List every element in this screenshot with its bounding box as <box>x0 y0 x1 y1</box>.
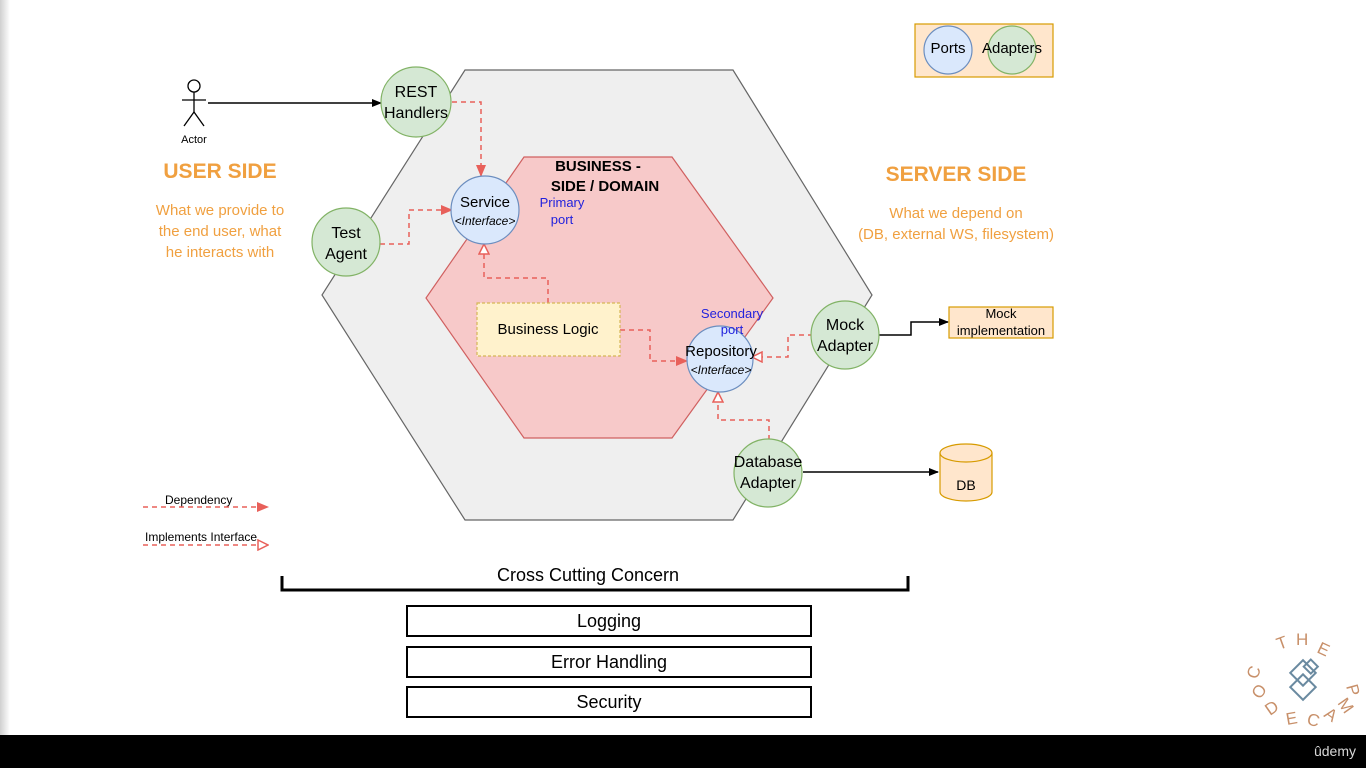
secondary-port-label-line-1: Secondary <box>701 306 764 321</box>
cross-cutting-title: Cross Cutting Concern <box>497 565 679 585</box>
architecture-diagram: Actor USER SIDE What we provide to the e… <box>143 23 1364 731</box>
domain-title-line-1: BUSINESS - <box>555 158 641 175</box>
repository-port: Repository <Interface> <box>685 325 757 393</box>
server-side-desc-line-2: (DB, external WS, filesystem) <box>858 226 1054 243</box>
legend-adapter-circle <box>987 25 1037 75</box>
db-label: DB <box>956 477 975 493</box>
mock-adapter: Mock Adapter <box>810 300 880 370</box>
user-side-title: USER SIDE <box>163 160 276 183</box>
legend-ports-label: Ports <box>930 40 965 57</box>
server-side-desc-line-1: What we depend on <box>889 205 1022 222</box>
logging-box: Logging <box>406 605 812 637</box>
svg-text:H: H <box>1296 630 1308 649</box>
mock-implementation-box: Mock implementation <box>948 306 1054 339</box>
mock-adapter-label-line-1: Mock <box>826 317 865 334</box>
db-cylinder-icon: DB <box>939 443 993 502</box>
user-side-desc-line-1: What we provide to <box>156 202 284 219</box>
error-handling-label: Error Handling <box>551 652 667 672</box>
mock-impl-label-line-1: Mock <box>985 306 1017 321</box>
repository-stereotype: <Interface> <box>691 363 752 377</box>
test-agent-to-service-dependency <box>380 205 453 245</box>
svg-text:T: T <box>1274 632 1290 653</box>
primary-port-label-line-1: Primary <box>540 195 585 210</box>
secondary-port-label-line-2: port <box>721 322 744 337</box>
error-handling-box: Error Handling <box>406 646 812 678</box>
user-side-desc-line-3: he interacts with <box>166 244 274 261</box>
legend-adapters-label: Adapters <box>982 40 1042 57</box>
rest-to-service-dependency <box>452 101 486 177</box>
svg-text:E: E <box>1314 638 1332 660</box>
actor-label: Actor <box>181 134 207 146</box>
test-agent-label-line-1: Test <box>331 225 361 242</box>
user-side-desc-line-2: the end user, what <box>159 223 282 240</box>
mock-adapter-to-mock-impl-arrow <box>878 318 949 336</box>
actor-icon <box>182 79 206 127</box>
test-agent-adapter: Test Agent <box>311 207 381 277</box>
udemy-brand-label: ûdemy <box>1313 743 1356 759</box>
business-logic-label: Business Logic <box>498 321 599 338</box>
rest-handlers-label-line-2: Handlers <box>384 105 448 122</box>
primary-port-label-line-2: port <box>551 212 574 227</box>
service-name: Service <box>460 194 510 211</box>
legend-port-circle <box>923 25 973 75</box>
the-code-camp-logo: T H E C O D E C A M P <box>1243 630 1364 731</box>
security-box: Security <box>406 686 812 718</box>
rest-handlers-label-line-1: REST <box>395 84 438 101</box>
business-logic-box: Business Logic <box>476 302 621 357</box>
server-side-title: SERVER SIDE <box>886 163 1027 186</box>
cross-cutting-bracket <box>280 576 910 592</box>
left-edge-shade <box>0 0 10 735</box>
test-agent-label-line-2: Agent <box>325 246 367 263</box>
database-adapter: Database Adapter <box>733 438 803 508</box>
service-stereotype: <Interface> <box>455 214 516 228</box>
mock-adapter-implements-repository <box>752 334 813 357</box>
security-label: Security <box>576 692 641 712</box>
svg-text:E: E <box>1284 708 1298 729</box>
ports-adapters-legend: Ports Adapters <box>914 23 1054 78</box>
legend-dependency-label: Dependency <box>165 493 232 507</box>
database-adapter-label-line-1: Database <box>734 454 803 471</box>
rest-handlers-adapter: REST Handlers <box>380 66 452 138</box>
repository-name: Repository <box>685 343 757 360</box>
legend-implements-label: Implements Interface <box>145 530 257 544</box>
domain-title-line-2: SIDE / DOMAIN <box>551 178 659 195</box>
database-adapter-label-line-2: Adapter <box>740 475 797 492</box>
db-adapter-implements-repository <box>718 392 770 440</box>
svg-text:C: C <box>1305 710 1322 732</box>
svg-text:P: P <box>1342 682 1363 698</box>
business-logic-implements-service <box>484 244 549 303</box>
svg-text:C: C <box>1243 663 1265 681</box>
mock-adapter-label-line-2: Adapter <box>817 338 874 355</box>
mock-impl-label-line-2: implementation <box>957 323 1045 338</box>
service-port: Service <Interface> <box>450 175 520 245</box>
business-logic-to-repository-dependency <box>620 329 688 366</box>
video-player-bottom-bar: ûdemy <box>0 735 1366 768</box>
logging-label: Logging <box>577 611 641 631</box>
